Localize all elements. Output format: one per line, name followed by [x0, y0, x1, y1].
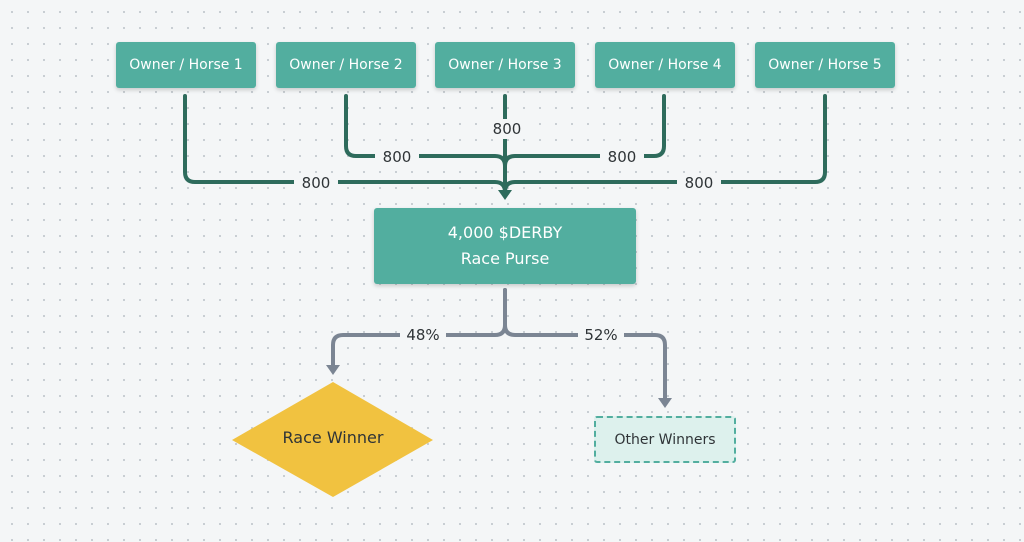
contribution-label-2: 800: [375, 147, 419, 167]
arrowhead-others: [658, 398, 672, 408]
owner-horse-1-label: Owner / Horse 1: [129, 57, 243, 73]
race-winner-diamond: [232, 382, 433, 497]
owner-horse-5-node: Owner / Horse 5: [755, 42, 895, 88]
owner-horse-4-node: Owner / Horse 4: [595, 42, 735, 88]
race-purse-node: 4,000 $DERBY Race Purse: [374, 208, 636, 284]
contribution-label-3: 800: [485, 119, 529, 139]
wire-owner-4: [503, 94, 666, 168]
split-label-winner: 48%: [400, 325, 446, 345]
owner-horse-2-node: Owner / Horse 2: [276, 42, 416, 88]
contribution-label-5: 800: [677, 173, 721, 193]
owner-horse-1-node: Owner / Horse 1: [116, 42, 256, 88]
owner-horse-3-node: Owner / Horse 3: [435, 42, 575, 88]
other-winners-label: Other Winners: [614, 431, 716, 448]
wire-owner-2: [344, 94, 507, 168]
race-winner-label: Race Winner: [282, 428, 384, 447]
owner-horse-4-label: Owner / Horse 4: [608, 57, 722, 73]
owner-horse-3-label: Owner / Horse 3: [448, 57, 562, 73]
purse-label: Race Purse: [460, 249, 550, 268]
owner-horse-2-label: Owner / Horse 2: [289, 57, 403, 73]
split-label-others: 52%: [578, 325, 624, 345]
arrowhead-purse: [498, 190, 512, 200]
purse-amount: 4,000 $DERBY: [447, 223, 563, 242]
wire-owner-5: [503, 94, 827, 194]
other-winners-node: Other Winners: [594, 416, 736, 463]
contribution-label-4: 800: [600, 147, 644, 167]
owner-horse-5-label: Owner / Horse 5: [768, 57, 882, 73]
arrowhead-winner: [326, 365, 340, 375]
contribution-label-1: 800: [294, 173, 338, 193]
